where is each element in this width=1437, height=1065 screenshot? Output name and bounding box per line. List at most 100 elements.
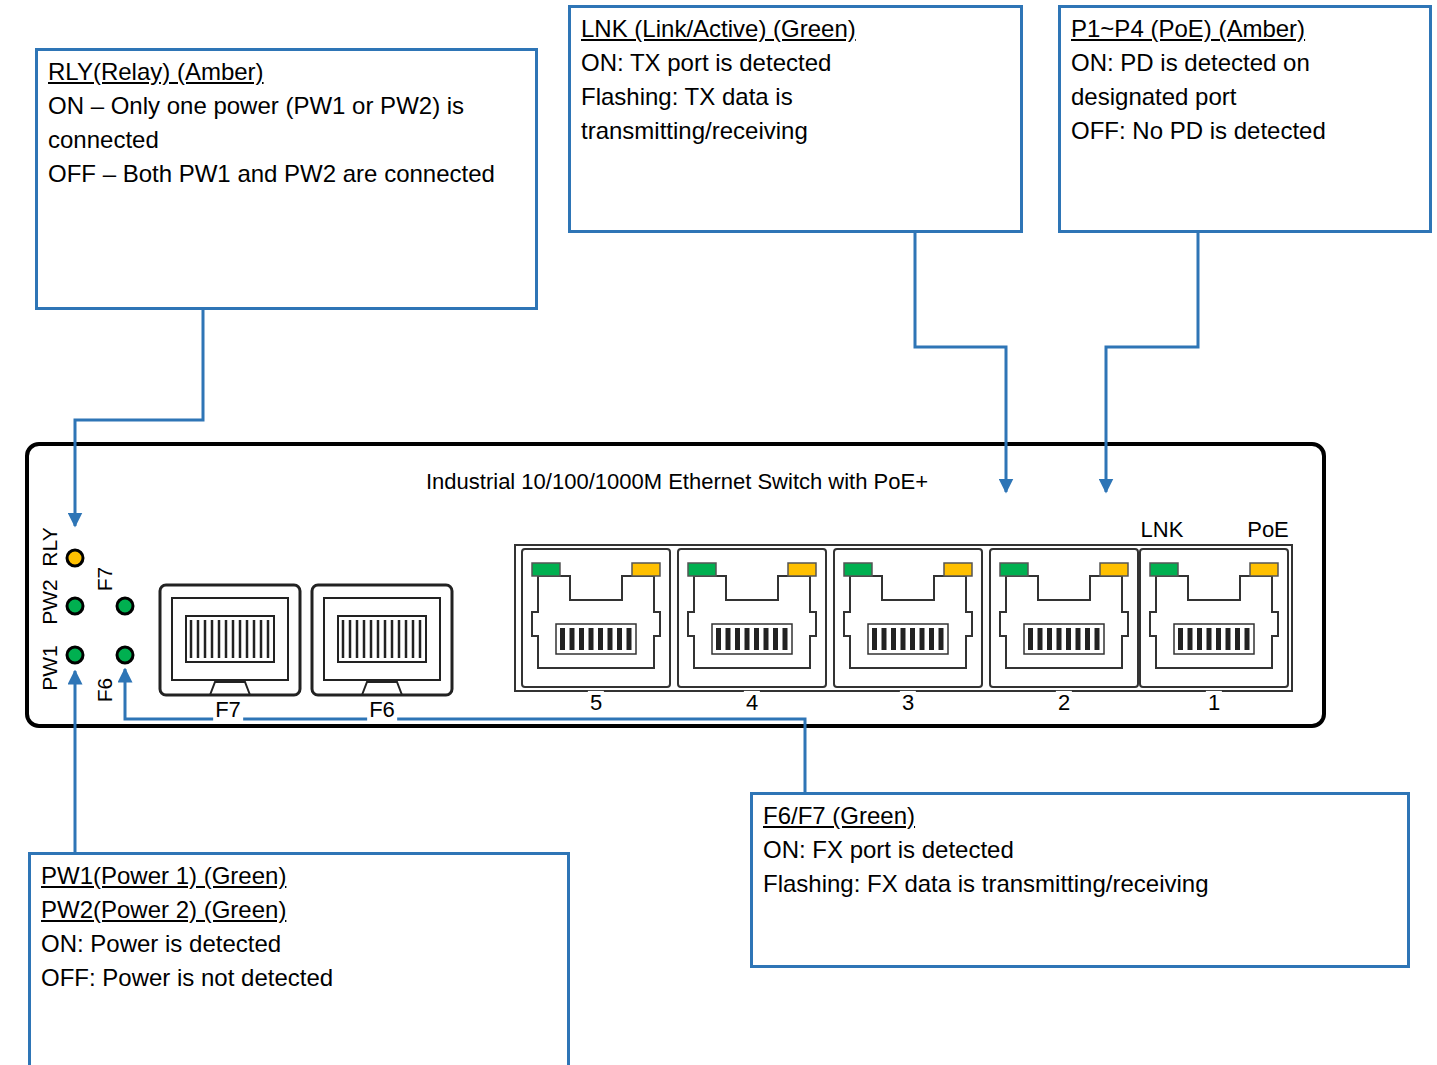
sfp-pin	[391, 620, 394, 658]
sfp-latch	[362, 682, 402, 695]
port-pin	[1066, 628, 1071, 650]
port-pin	[1226, 628, 1231, 650]
column-label: PoE	[1247, 518, 1289, 542]
port-number: 3	[900, 691, 916, 715]
port-outline	[678, 549, 826, 687]
sfp-pin	[363, 620, 366, 658]
rj45-port	[1140, 549, 1288, 687]
port-contact-block	[1024, 624, 1104, 654]
callout-text: OFF: Power is not detected	[41, 961, 559, 995]
port-pin	[1095, 628, 1100, 650]
port-pin	[598, 628, 603, 650]
poe-led	[944, 563, 972, 576]
port-pin	[1245, 628, 1250, 650]
port-number: 1	[1206, 691, 1222, 715]
port-pin	[745, 628, 750, 650]
callout-text: OFF: No PD is detected	[1071, 114, 1421, 148]
callout-box: LNK (Link/Active) (Green)ON: TX port is …	[568, 5, 1023, 233]
sfp-contacts	[338, 616, 426, 662]
port-pin	[735, 628, 740, 650]
led-label: F6	[93, 678, 116, 703]
column-label: LNK	[1141, 518, 1184, 542]
sfp-cages	[160, 585, 452, 695]
callout-heading: PW1(Power 1) (Green)	[41, 859, 559, 893]
sfp-cage	[160, 585, 300, 695]
port-pin	[1178, 628, 1183, 650]
port-socket	[844, 576, 972, 668]
callout-heading: F6/F7 (Green)	[763, 799, 1399, 833]
pw2-led	[67, 598, 83, 614]
callout-box: PW1(Power 1) (Green)PW2(Power 2) (Green)…	[28, 852, 570, 1065]
rj45-port	[834, 549, 982, 687]
port-pin	[1028, 628, 1033, 650]
leader-line	[125, 669, 805, 792]
sfp-pin	[232, 620, 235, 658]
port-outline	[990, 549, 1138, 687]
sfp-pin	[253, 620, 256, 658]
sfp-pin	[225, 620, 228, 658]
rj45-frame	[515, 545, 1292, 691]
port-pin	[783, 628, 788, 650]
sfp-outline	[160, 585, 300, 695]
lnk-led	[1000, 563, 1028, 576]
callout-box: P1~P4 (PoE) (Amber)ON: PD is detected on…	[1058, 5, 1432, 233]
port-pin	[1085, 628, 1090, 650]
port-pin	[627, 628, 632, 650]
sfp-pin	[349, 620, 352, 658]
sfp-pin	[267, 620, 270, 658]
port-contact-block	[712, 624, 792, 654]
led-label: PW1	[38, 645, 61, 691]
sfp-pin	[405, 620, 408, 658]
port-pin	[910, 628, 915, 650]
port-pin	[608, 628, 613, 650]
port-pin	[939, 628, 944, 650]
port-number: 5	[588, 691, 604, 715]
sfp-pin	[398, 620, 401, 658]
port-number: F7	[213, 698, 243, 722]
port-number: F6	[367, 698, 397, 722]
rly-led	[67, 550, 83, 566]
poe-led	[1250, 563, 1278, 576]
port-pin	[1047, 628, 1052, 650]
port-socket	[532, 576, 660, 668]
lnk-led	[1150, 563, 1178, 576]
port-contact-block	[1174, 624, 1254, 654]
port-pin	[901, 628, 906, 650]
callout-heading: LNK (Link/Active) (Green)	[581, 12, 1012, 46]
port-number: 4	[744, 691, 760, 715]
port-socket	[688, 576, 816, 668]
port-pin	[773, 628, 778, 650]
port-pin	[1216, 628, 1221, 650]
sfp-pin	[190, 620, 193, 658]
port-pin	[716, 628, 721, 650]
switch-housing	[27, 444, 1324, 726]
leader-line	[915, 233, 1006, 492]
sfp-pin	[370, 620, 373, 658]
port-socket	[1150, 576, 1278, 668]
f6-led	[117, 647, 133, 663]
lnk-led	[532, 563, 560, 576]
port-outline	[1140, 549, 1288, 687]
callout-heading: RLY(Relay) (Amber)	[48, 55, 527, 89]
poe-led	[1100, 563, 1128, 576]
port-socket	[1000, 576, 1128, 668]
sfp-pin	[260, 620, 263, 658]
port-pin	[929, 628, 934, 650]
callout-text: ON – Only one power (PW1 or PW2) is conn…	[48, 89, 527, 157]
leader-line	[75, 310, 203, 526]
sfp-opening	[172, 598, 288, 680]
rj45-ports	[522, 549, 1288, 687]
lnk-led	[688, 563, 716, 576]
callout-box: F6/F7 (Green)ON: FX port is detectedFlas…	[750, 792, 1410, 968]
port-pin	[920, 628, 925, 650]
port-pin	[1076, 628, 1081, 650]
callout-heading: P1~P4 (PoE) (Amber)	[1071, 12, 1421, 46]
callout-text: Flashing: FX data is transmitting/receiv…	[763, 867, 1399, 901]
port-pin	[570, 628, 575, 650]
sfp-pin	[384, 620, 387, 658]
rj45-port	[522, 549, 670, 687]
led-label: RLY	[38, 527, 61, 566]
port-pin	[872, 628, 877, 650]
port-pin	[1235, 628, 1240, 650]
callout-text: ON: FX port is detected	[763, 833, 1399, 867]
